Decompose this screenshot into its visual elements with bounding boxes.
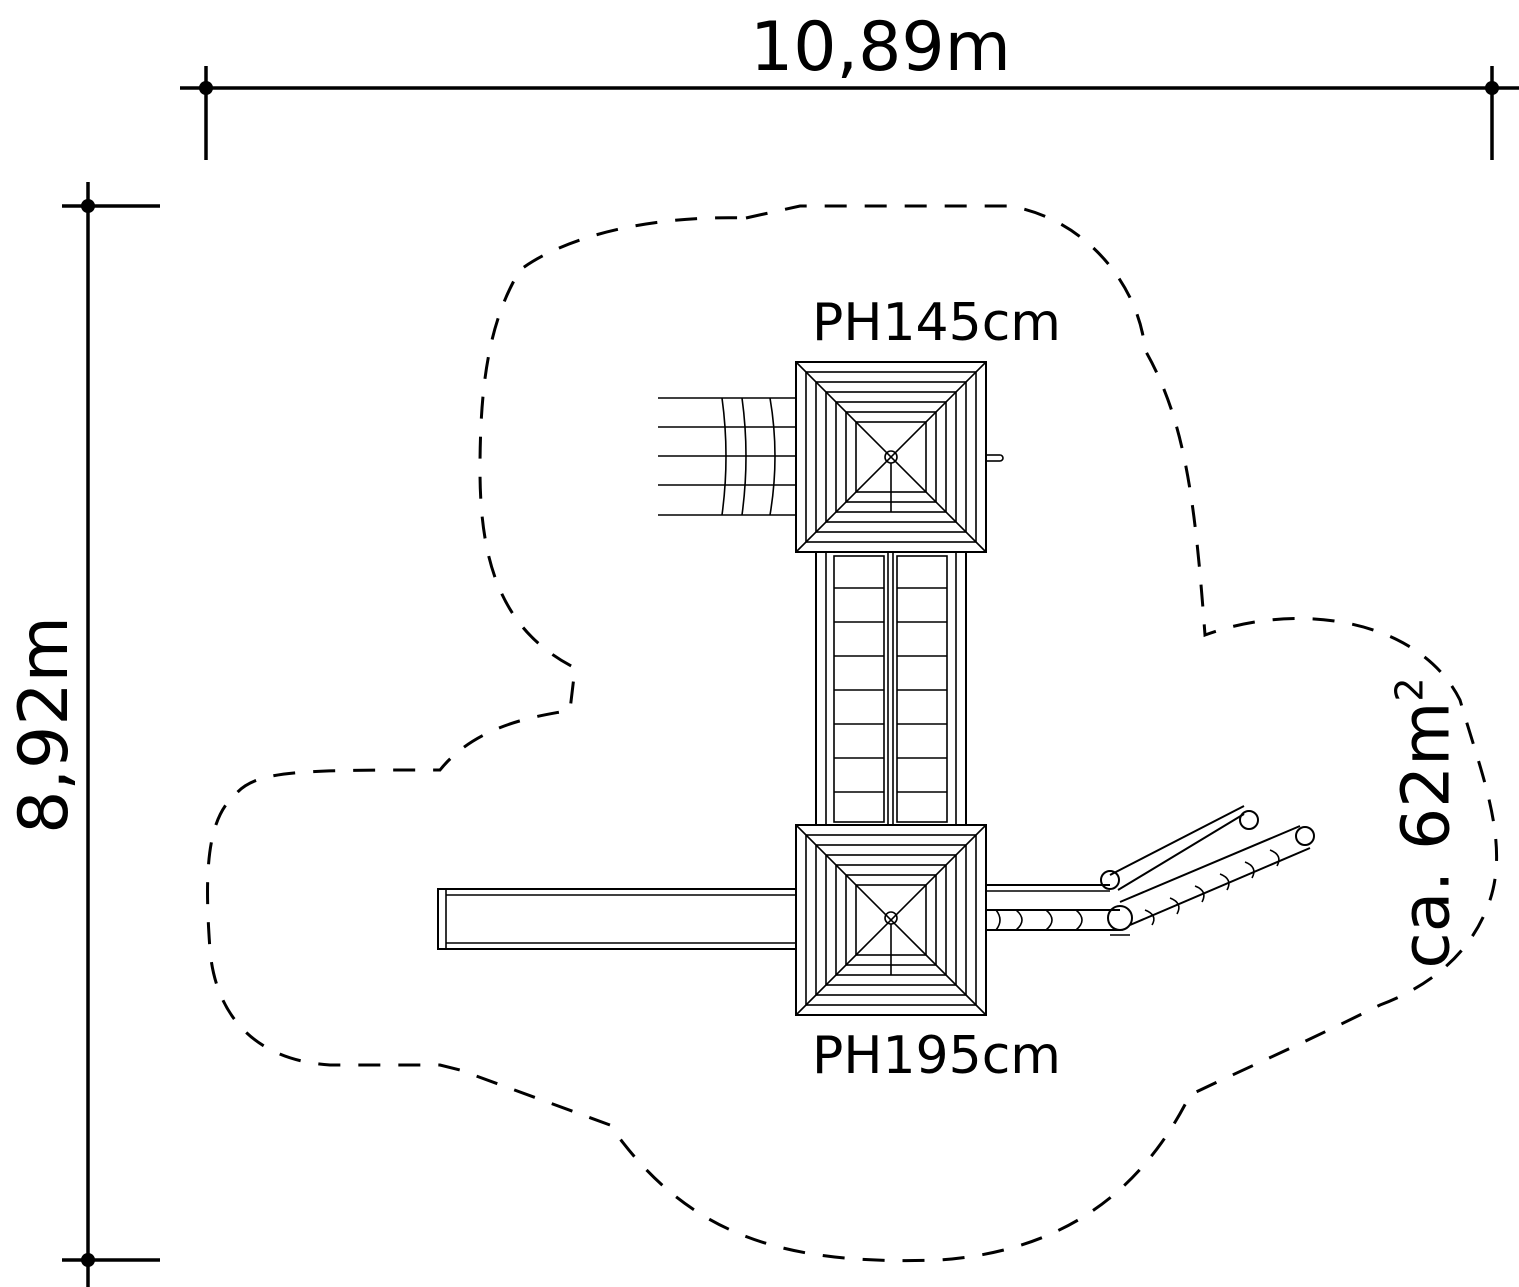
platform-height-label-bottom: PH195cm: [812, 1026, 1061, 1086]
horizontal-ladder: [986, 884, 1120, 931]
connecting-bridge: [815, 552, 967, 825]
height-dimension-label: 8,92m: [5, 616, 84, 834]
platform-height-label-top: PH145cm: [812, 293, 1061, 353]
slide: [437, 888, 797, 950]
area-label-text: ca. 62m: [1387, 701, 1465, 969]
angled-climbing-beams: [1100, 805, 1315, 936]
width-dimension-line: [180, 66, 1519, 160]
tower-bottom: [795, 824, 987, 1016]
climbing-net: [658, 397, 796, 516]
tower-handle: [986, 454, 1004, 462]
width-dimension-label: 10,89m: [750, 8, 1011, 87]
safety-area-outline: [206, 204, 1498, 1263]
area-label: ca. 62m2: [1387, 677, 1465, 968]
tower-top: [795, 361, 987, 553]
bridge-slats: [834, 587, 947, 793]
height-dimension-line: [62, 182, 160, 1287]
area-label-superscript: 2: [1387, 677, 1432, 702]
